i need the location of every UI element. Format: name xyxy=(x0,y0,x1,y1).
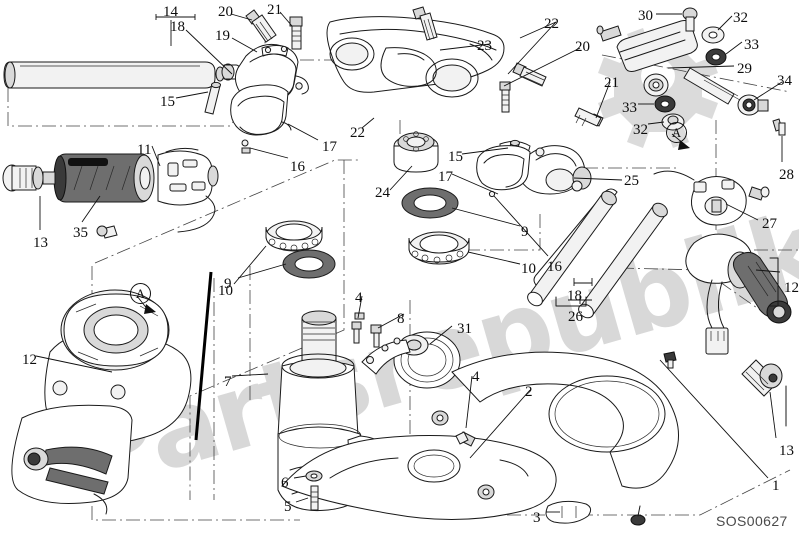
callout-marker-a: A xyxy=(666,122,687,143)
drawing-code: SOS00627 xyxy=(716,513,788,529)
callout-number-1: 1 xyxy=(772,478,780,494)
part-lower-yoke-25 xyxy=(499,140,592,195)
callout-number-19: 19 xyxy=(215,28,230,44)
part-ignition-switch-27 xyxy=(653,170,770,226)
callout-number-26: 26 xyxy=(568,309,583,325)
callout-number-24: 24 xyxy=(375,185,390,201)
part-steering-damper-29 xyxy=(596,20,769,116)
callout-number-27: 27 xyxy=(762,216,777,232)
callout-number-20: 20 xyxy=(575,39,590,55)
callout-number-13: 13 xyxy=(33,235,48,251)
part-steering-stem-24 xyxy=(393,131,439,173)
callout-number-5: 5 xyxy=(284,499,292,515)
callout-number-15: 15 xyxy=(160,94,175,110)
part-seal-9-left xyxy=(282,249,336,279)
callout-number-12: 12 xyxy=(784,280,799,296)
part-instrument-panel-12 xyxy=(11,289,192,515)
part-clamp-17b xyxy=(476,145,531,198)
callout-number-14: 14 xyxy=(163,4,178,20)
callout-number-16: 16 xyxy=(290,159,305,175)
callout-number-6: 6 xyxy=(281,475,289,491)
part-bearing-10-upper xyxy=(408,231,470,265)
part-bushing-33b xyxy=(654,95,676,113)
part-screw-4a xyxy=(351,321,362,344)
callout-number-32: 32 xyxy=(633,122,648,138)
part-bar-end-13 xyxy=(2,164,56,192)
callout-number-33: 33 xyxy=(622,100,637,116)
callout-number-21: 21 xyxy=(604,75,619,91)
part-bolt-22a xyxy=(412,6,438,41)
callout-number-23: 23 xyxy=(477,38,492,54)
part-screw-4c xyxy=(354,312,365,320)
callout-number-8: 8 xyxy=(397,311,405,327)
part-bolt-21 xyxy=(289,16,303,50)
part-fork-tube-18a xyxy=(527,188,618,307)
callout-number-21: 21 xyxy=(267,2,282,18)
part-handlebar-clamp-lower xyxy=(230,84,292,147)
callout-number-10: 10 xyxy=(218,283,233,299)
callout-number-9: 9 xyxy=(224,276,232,292)
callout-number-16: 16 xyxy=(547,259,562,275)
callout-number-31: 31 xyxy=(457,321,472,337)
callout-number-25: 25 xyxy=(624,173,639,189)
callout-number-3: 3 xyxy=(533,510,541,526)
part-screw-5 xyxy=(310,485,319,511)
callout-marker-a: A xyxy=(130,283,151,304)
part-switch-11 xyxy=(96,147,219,239)
callout-number-29: 29 xyxy=(737,61,752,77)
callout-number-22: 22 xyxy=(544,16,559,32)
part-bolt-20 xyxy=(245,9,277,43)
part-fork-tube-18b xyxy=(578,202,668,319)
callout-number-17: 17 xyxy=(322,139,337,155)
part-pin-15 xyxy=(204,81,221,115)
part-bolt-21b xyxy=(574,107,604,127)
part-screw-8 xyxy=(370,324,382,348)
part-bolt-20b xyxy=(499,81,511,113)
callout-number-34: 34 xyxy=(777,73,792,89)
part-horn-31 xyxy=(361,331,461,389)
callout-number-32: 32 xyxy=(733,10,748,26)
part-bolt-22b xyxy=(512,62,547,87)
callout-number-7: 7 xyxy=(224,374,232,390)
part-screw-16 xyxy=(241,147,251,154)
callout-number-9: 9 xyxy=(521,224,529,240)
part-handlebar-tube xyxy=(3,61,241,89)
callout-number-4: 4 xyxy=(355,290,363,306)
part-grip-35 xyxy=(53,153,155,203)
part-washer-6 xyxy=(305,470,323,482)
part-screw-28 xyxy=(772,118,786,136)
callout-number-28: 28 xyxy=(779,167,794,183)
callout-number-4: 4 xyxy=(472,369,480,385)
callout-number-33: 33 xyxy=(744,37,759,53)
callout-number-18: 18 xyxy=(567,288,582,304)
callout-number-12: 12 xyxy=(22,352,37,368)
part-seal-17 xyxy=(401,187,459,219)
part-washer-32a xyxy=(701,26,725,44)
callout-number-22: 22 xyxy=(350,125,365,141)
part-fairing-bracket-1 xyxy=(281,351,679,526)
part-upper-triple-clamp-23 xyxy=(326,16,505,98)
part-pivot-bolt-30 xyxy=(682,7,698,32)
callout-number-2: 2 xyxy=(525,384,533,400)
callout-number-11: 11 xyxy=(137,142,152,158)
callout-number-30: 30 xyxy=(638,8,653,24)
callout-number-35: 35 xyxy=(73,225,88,241)
callout-number-15: 15 xyxy=(448,149,463,165)
callout-number-18: 18 xyxy=(170,19,185,35)
part-bushing-33a xyxy=(705,48,727,66)
callout-number-17: 17 xyxy=(438,169,453,185)
part-bearing-10-left xyxy=(265,220,323,252)
callout-number-13: 13 xyxy=(779,443,794,459)
part-screw-4b xyxy=(455,431,476,447)
callout-number-10: 10 xyxy=(521,261,536,277)
callout-number-20: 20 xyxy=(218,4,233,20)
part-right-grip-12 xyxy=(685,233,792,397)
